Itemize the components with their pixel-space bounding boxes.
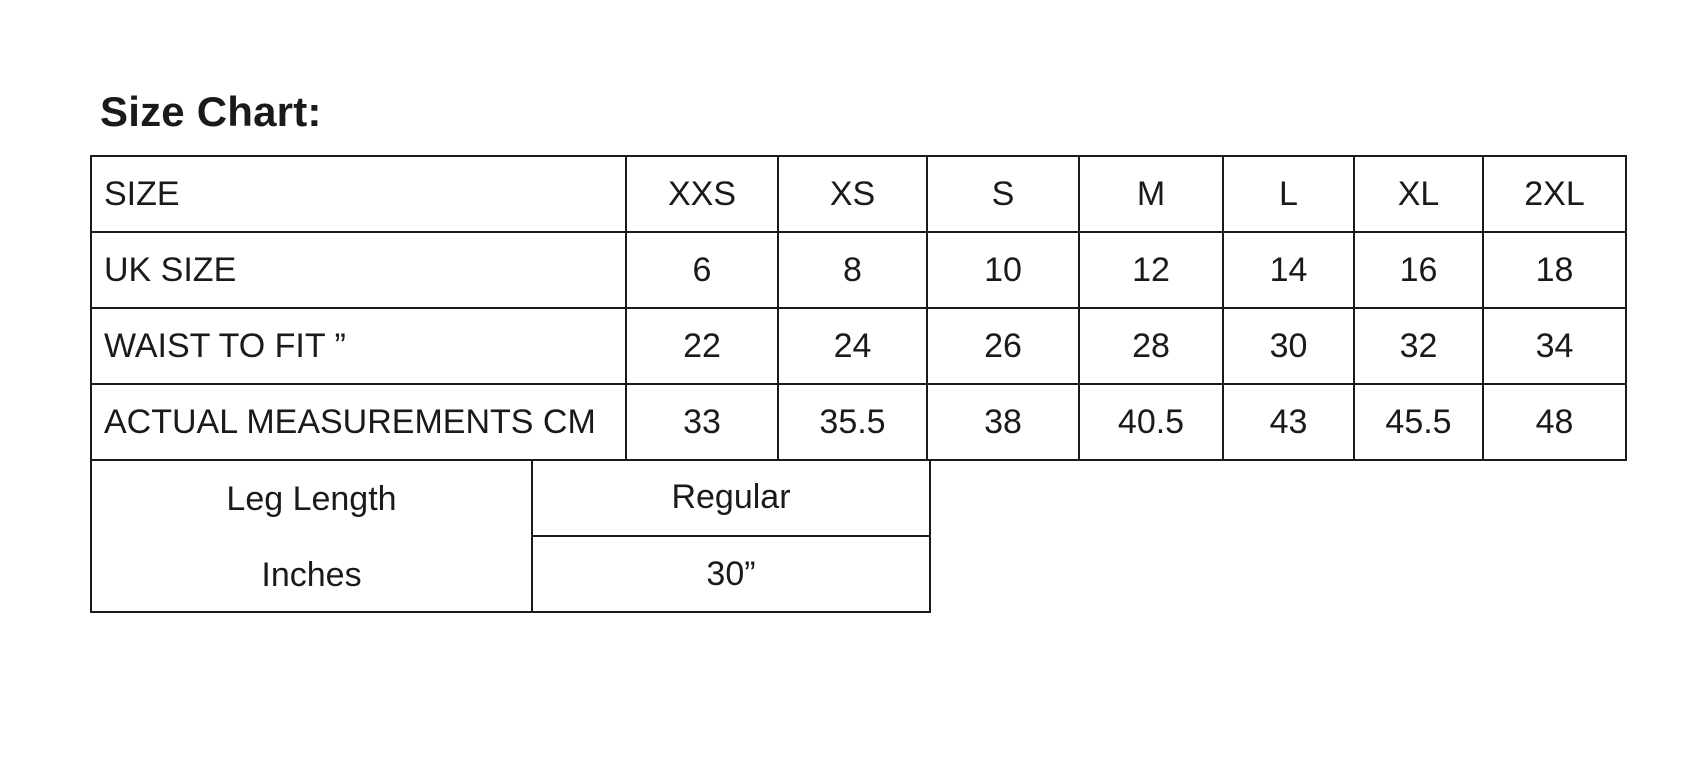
- table-row: 30”: [91, 535, 931, 613]
- table-cell: 12: [1078, 231, 1224, 309]
- table-cell: 24: [777, 307, 928, 385]
- table-cell: 16: [1353, 231, 1484, 309]
- table-cell: 10: [926, 231, 1080, 309]
- table-cell: 30: [1222, 307, 1355, 385]
- table-cell: 35.5: [777, 383, 928, 461]
- table-cell: 14: [1222, 231, 1355, 309]
- table-row: Leg Length Inches Regular: [90, 460, 931, 613]
- table-cell: 22: [625, 307, 779, 385]
- table-cell: XXS: [625, 155, 779, 233]
- table-cell: 32: [1353, 307, 1484, 385]
- row-header-cell: ACTUAL MEASUREMENTS CM: [90, 383, 627, 461]
- table-cell: 45.5: [1353, 383, 1484, 461]
- row-header-cell: UK SIZE: [90, 231, 627, 309]
- leg-length-unit-label: Inches: [261, 556, 362, 594]
- table-cell: 18: [1482, 231, 1627, 309]
- leg-type-cell: Regular: [531, 460, 931, 537]
- table-cell: 40.5: [1078, 383, 1224, 461]
- table-cell: 8: [777, 231, 928, 309]
- table-cell: 34: [1482, 307, 1627, 385]
- leg-length-value-cell: 30”: [531, 535, 931, 613]
- table-cell: M: [1078, 155, 1224, 233]
- page-title: Size Chart:: [100, 88, 322, 135]
- table-cell: 28: [1078, 307, 1224, 385]
- table-cell: 43: [1222, 383, 1355, 461]
- leg-length-table: Leg Length Inches Regular 30”: [90, 460, 931, 613]
- table-cell: 38: [926, 383, 1080, 461]
- table-cell: 48: [1482, 383, 1627, 461]
- leg-length-label: Leg Length: [226, 480, 397, 518]
- table-cell: 33: [625, 383, 779, 461]
- table-cell: 26: [926, 307, 1080, 385]
- table-cell: XS: [777, 155, 928, 233]
- table-cell: XL: [1353, 155, 1484, 233]
- leg-length-label-cell: Leg Length Inches: [90, 460, 533, 613]
- table-cell: S: [926, 155, 1080, 233]
- row-header-cell: SIZE: [90, 155, 627, 233]
- table-cell: L: [1222, 155, 1355, 233]
- table-cell: 2XL: [1482, 155, 1627, 233]
- table-cell: 6: [625, 231, 779, 309]
- row-header-cell: WAIST TO FIT ”: [90, 307, 627, 385]
